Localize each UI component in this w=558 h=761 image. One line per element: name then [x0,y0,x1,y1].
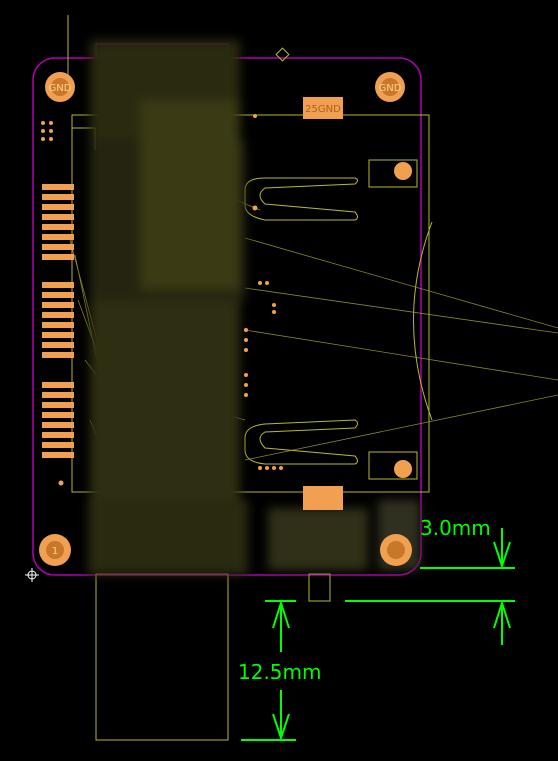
components-left [88,40,248,575]
gnd-pad-top[interactable]: 25GND [303,97,343,119]
dimension-overhang-label: 12.5mm [238,660,322,684]
vias [41,114,283,486]
mounting-hole-bottom-left[interactable]: 1 [39,534,71,566]
gnd-label-left: GND [49,83,72,94]
gnd-label-right: GND [379,83,402,94]
side-pad-top[interactable] [394,162,412,180]
side-pad-bottom[interactable] [394,460,412,478]
bottom-pad[interactable] [303,486,343,510]
origin-diamond[interactable] [275,47,290,62]
pin1-label: 1 [52,546,58,557]
mounting-hole-top-right[interactable]: GND [375,72,405,102]
edge-pads-left [42,184,74,458]
origin-crosshair-icon[interactable] [25,568,39,582]
dimension-clearance[interactable] [345,528,515,645]
dimension-clearance-label: 3.0mm [420,516,491,540]
gnd-pad-label: 25GND [305,104,341,115]
dimension-overhang[interactable] [241,599,296,742]
mounting-hole-top-left[interactable]: GND [45,72,75,102]
mounting-hole-bottom-right[interactable] [380,534,412,566]
